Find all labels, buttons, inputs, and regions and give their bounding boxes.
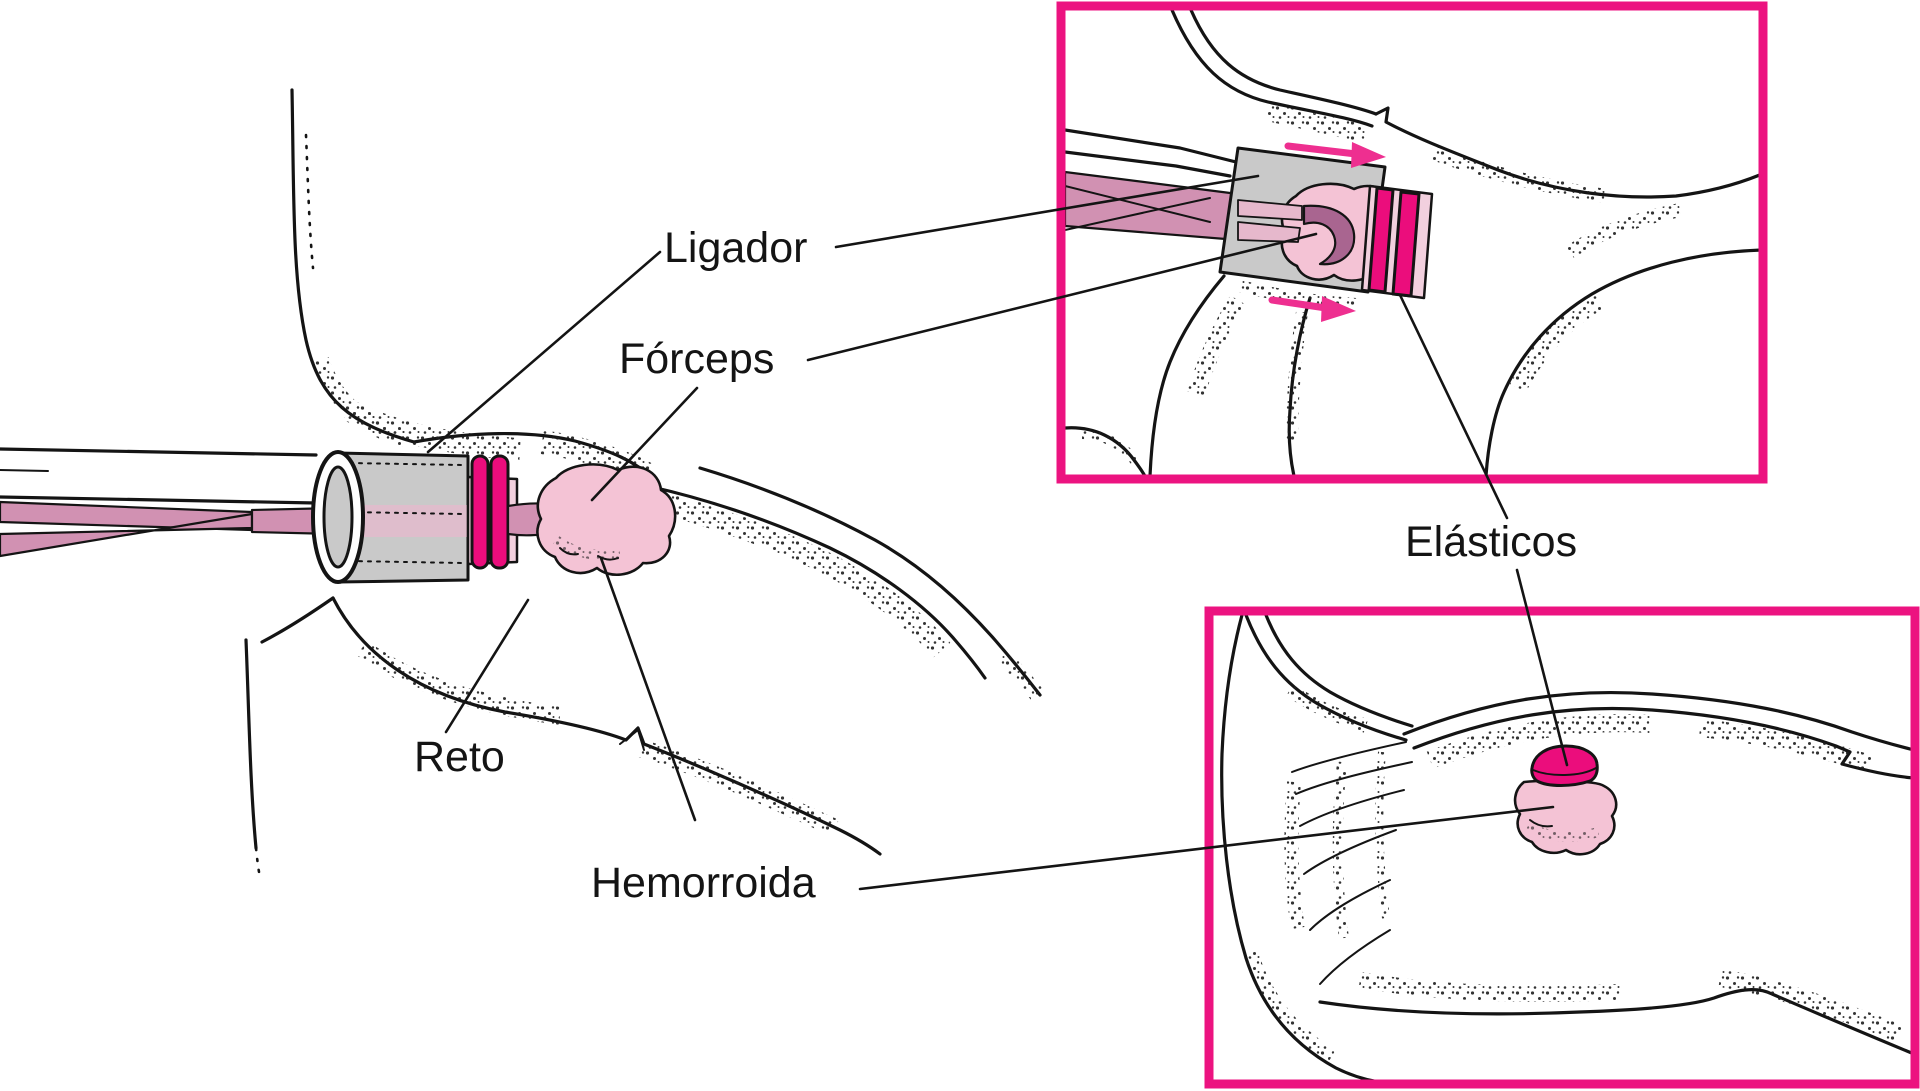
stipple-stroke: [1187, 295, 1246, 397]
inset2-funnel-striations: [1291, 741, 1413, 985]
inset-forceps-cross-line: [1065, 197, 1211, 231]
lower-verge-connector: [260, 596, 335, 644]
buttock-contour-dotted-end: [254, 846, 261, 874]
stipple-stroke: [343, 400, 521, 460]
stipple-stroke: [637, 739, 839, 837]
inset-bottom-right: [1204, 606, 1920, 1089]
forceps-leader-left: [590, 386, 699, 502]
inset-forceps-arm-lower: [1237, 221, 1301, 243]
inset-forceps-shaft: [1065, 170, 1240, 242]
inset-ligator-shaft-line: [1065, 128, 1238, 164]
ligator-shaft-top-line: [0, 447, 318, 457]
stipple-stroke: [1265, 103, 1369, 143]
funnel-striation: [1295, 761, 1413, 795]
elasticos-leader-down: [1515, 568, 1569, 767]
inset2-verge-fold-inner: [1264, 615, 1414, 728]
stipple-stroke: [356, 640, 562, 725]
inset2-verge-fold-outer: [1244, 615, 1408, 742]
label-hemorroida: Hemorroida: [591, 859, 816, 907]
stipple-stroke: [996, 649, 1045, 701]
stipple-stroke: [1566, 203, 1682, 258]
inset-ligator-shaft-line: [1065, 150, 1232, 178]
inset-forceps-cross-line: [1065, 185, 1211, 223]
cylinder-texture-line: [349, 511, 463, 515]
stipple-stroke: [1285, 684, 1369, 733]
ligator-instrument: [0, 447, 607, 584]
hemorroida-leader-right: [858, 805, 1555, 891]
inset2-ligated-hemorrhoid: [1513, 779, 1618, 856]
anal-verge-dotted-line: [304, 133, 315, 270]
stipple-stroke: [1238, 280, 1357, 310]
hemorrhoid-crease: [1529, 819, 1553, 828]
arrow-right-icon: [1268, 296, 1330, 312]
ligator-shaft-inner-line: [0, 469, 49, 472]
stipple-stroke: [1525, 821, 1600, 842]
inset2-stipple-shading: [1243, 684, 1904, 1063]
funnel-striation: [1319, 929, 1391, 985]
mucosal-fold-notch: [619, 728, 645, 751]
ejection-arrows: [1268, 142, 1386, 322]
inset-top-frame: [1056, 1, 1768, 484]
inset-verge-fold-inner: [1189, 10, 1378, 116]
inset-top-right: [1056, 1, 1768, 484]
arrow-right-icon: [1351, 142, 1386, 168]
cylinder-texture-line: [349, 462, 463, 466]
arrow-right-icon: [1321, 296, 1356, 322]
stipple-stroke: [1699, 719, 1873, 773]
inset-forceps-jaw: [1302, 204, 1356, 266]
rectum-upper-wall-inner: [646, 484, 987, 680]
labels: Ligador Fórceps Reto Hemorroida Elástico…: [414, 174, 1577, 907]
inset2-upper-wall-outer: [1402, 690, 1911, 751]
stipple-stroke: [1081, 429, 1140, 466]
inset2-band-divider-line: [1532, 767, 1597, 777]
stipple-stroke: [1284, 781, 1305, 930]
inset-elastic-band: [1367, 186, 1395, 294]
cylinder-texture-line: [349, 560, 463, 564]
main-stipple-shading: [311, 356, 1045, 837]
stipple-stroke: [553, 535, 621, 561]
arrow-right-icon: [1284, 142, 1360, 158]
anal-verge-outline: [290, 88, 416, 444]
label-elasticos: Elásticos: [1405, 518, 1577, 566]
inset-bottom-content: [1220, 615, 1911, 1080]
elastic-band: [470, 454, 490, 570]
stipple-stroke: [1332, 761, 1349, 939]
inset-top-content: [1065, 10, 1759, 475]
funnel-striation: [1303, 829, 1397, 875]
ligador-leader-right: [834, 174, 1260, 249]
inset-stipple-shading: [1081, 103, 1682, 466]
label-forceps: Fórceps: [619, 335, 774, 383]
forceps-seen-through-cylinder: [352, 505, 468, 537]
inset2-outer-contour: [1220, 615, 1378, 1080]
stipple-stroke: [1509, 292, 1605, 393]
stipple-stroke: [1243, 947, 1336, 1063]
funnel-striation: [1299, 789, 1405, 827]
main-figure: [0, 88, 1045, 874]
ligador-leader-left: [426, 250, 662, 454]
funnel-striation: [1309, 879, 1391, 931]
elastic-band: [489, 454, 510, 570]
stipple-stroke: [1426, 714, 1651, 769]
label-reto: Reto: [414, 733, 505, 781]
inset-elastic-band: [1391, 190, 1421, 298]
stipple-stroke: [1427, 145, 1608, 203]
inset-lower-right-wall: [1484, 248, 1759, 475]
hemorroida-leader-left: [599, 556, 697, 822]
elasticos-leader-up: [1398, 293, 1509, 520]
stipple-stroke: [1358, 972, 1621, 1002]
stipple-stroke: [639, 487, 951, 658]
inset-forceps-arm-upper: [1237, 199, 1303, 221]
cylinder-rim-inner: [322, 465, 354, 569]
inset-funnel-left-wall: [1148, 274, 1226, 475]
stipple-stroke: [1286, 311, 1308, 441]
buttock-contour-line: [244, 638, 258, 850]
ligator-shaft-bottom-line: [0, 495, 318, 505]
reto-leader: [444, 598, 530, 734]
stipple-stroke: [1375, 751, 1390, 919]
funnel-striation: [1291, 741, 1407, 773]
label-ligador: Ligador: [664, 224, 807, 272]
inset-verge-fold-outer: [1170, 10, 1374, 128]
forceps-leader-right: [806, 232, 1318, 362]
stipple-stroke: [1718, 969, 1904, 1043]
